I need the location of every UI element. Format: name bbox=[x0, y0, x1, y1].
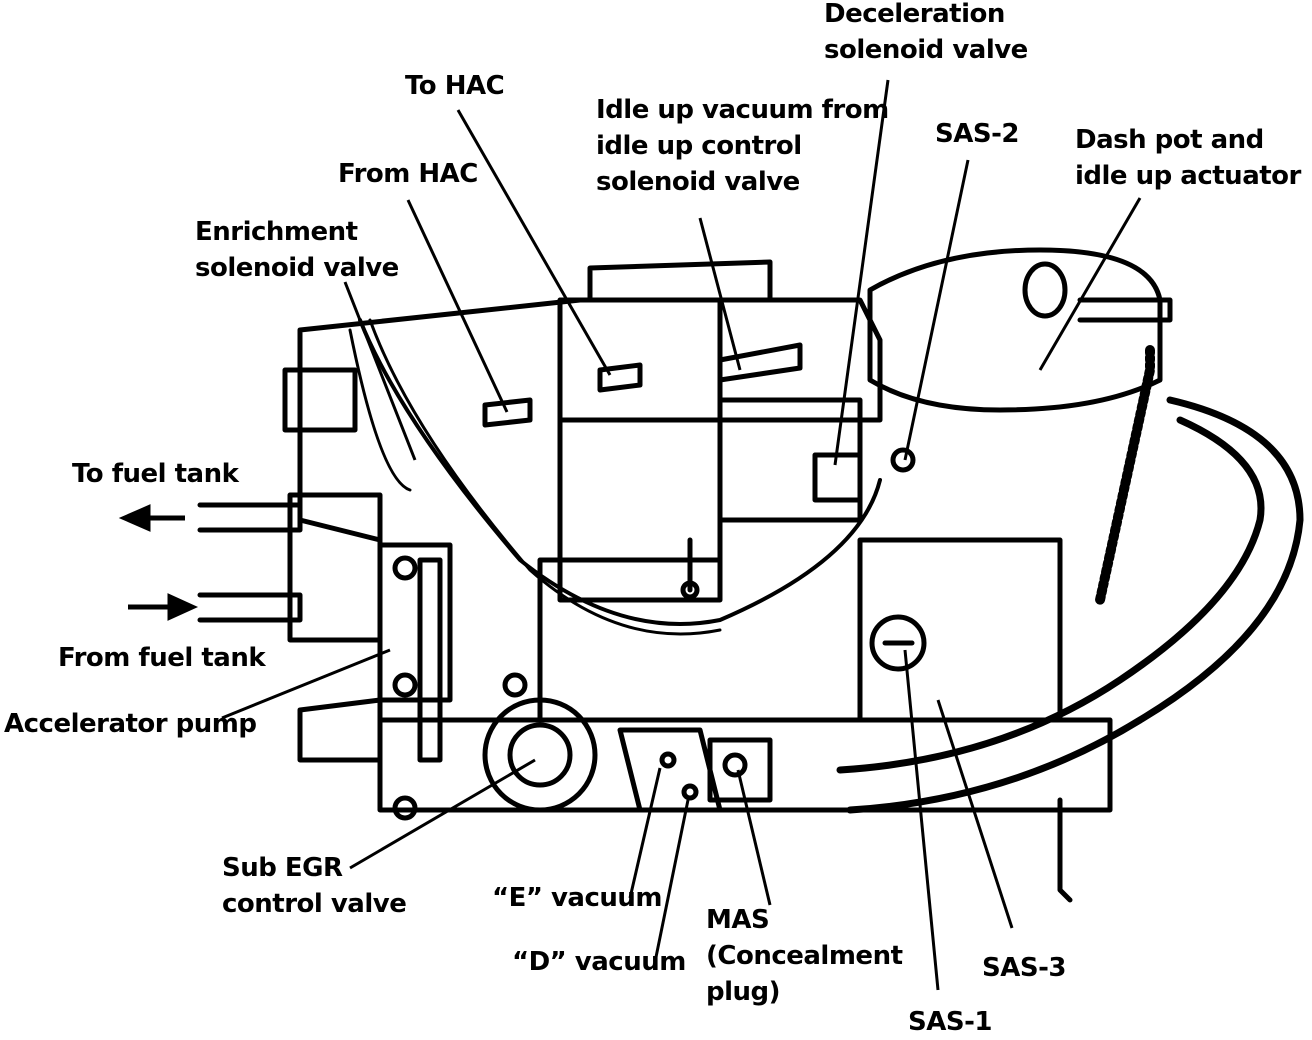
leader-dash-pot bbox=[1038, 197, 1142, 371]
carburetor-body bbox=[297, 297, 723, 723]
label-from-fuel-tank: From fuel tank bbox=[58, 643, 266, 673]
label-sas-2: SAS-2 bbox=[935, 119, 1019, 149]
leader-d-vacuum bbox=[653, 799, 690, 963]
leader-accelerator bbox=[221, 648, 391, 720]
label-sas-1: SAS-1 bbox=[908, 1007, 992, 1037]
leader-e-vacuum bbox=[628, 767, 662, 899]
leader-from-hac bbox=[406, 199, 509, 413]
hose bbox=[836, 416, 1265, 774]
label-accelerator-pump: Accelerator pump bbox=[4, 709, 257, 739]
leader-mas bbox=[736, 769, 772, 906]
base-plate bbox=[377, 717, 1113, 813]
leader-enrichment bbox=[343, 281, 417, 461]
return-spring bbox=[1095, 345, 1155, 605]
sub-egr-valve bbox=[482, 697, 598, 813]
air-horn bbox=[587, 259, 773, 303]
wire-harness bbox=[358, 318, 882, 626]
label-d-vacuum: “D” vacuum bbox=[512, 947, 686, 977]
label-sas-3: SAS-3 bbox=[982, 953, 1066, 983]
leader-deceleration bbox=[833, 79, 890, 466]
label-from-hac: From HAC bbox=[338, 159, 478, 189]
fuel-fitting-lower bbox=[197, 592, 303, 623]
leader-to-hac bbox=[456, 109, 612, 376]
leader-sub-egr bbox=[349, 758, 536, 870]
label-e-vacuum: “E” vacuum bbox=[492, 883, 663, 913]
accelerator-pump-linkage bbox=[377, 542, 453, 703]
leader-sas2 bbox=[903, 159, 970, 461]
label-to-hac: To HAC bbox=[405, 71, 505, 101]
dash-pot bbox=[867, 247, 1163, 413]
fuel-fitting-upper bbox=[197, 502, 303, 533]
leader-idle-up bbox=[698, 217, 742, 371]
leader-sas3 bbox=[936, 699, 1014, 929]
label-to-fuel-tank: To fuel tank bbox=[72, 459, 239, 489]
leader-sas1 bbox=[903, 649, 940, 991]
